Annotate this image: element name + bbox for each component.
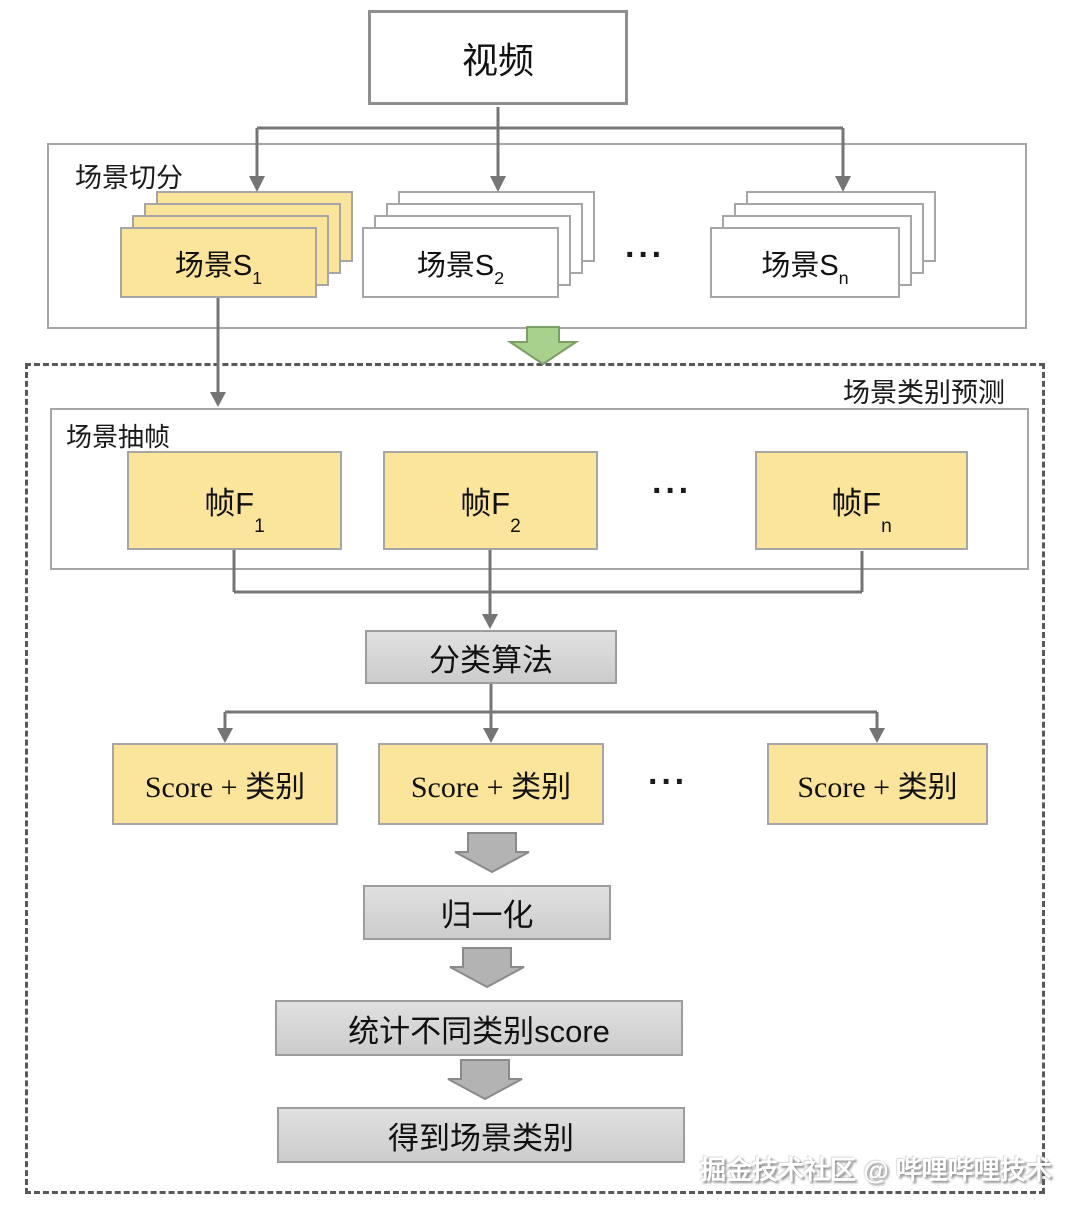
score-node-1-label: Score + 类别 [144, 771, 306, 804]
score-node-2-label: Score + 类别 [410, 771, 572, 804]
classifier-node-label: 分类算法 [429, 642, 553, 678]
frame-node-f1-label: 帧F [204, 486, 255, 521]
video-node: 视频 [368, 10, 628, 105]
classifier-node: 分类算法 [365, 630, 617, 684]
score-row-ellipsis: ··· [648, 763, 688, 801]
green-block-arrow-icon [506, 326, 580, 366]
scene-card-sn-label: 场景S [761, 249, 839, 282]
aggregate-node-label: 统计不同类别score [348, 1013, 610, 1049]
result-node-label: 得到场景类别 [388, 1120, 574, 1156]
frame-row-ellipsis: ··· [652, 472, 692, 510]
frame-node-f1-subscript: 1 [254, 515, 265, 537]
frame-node-fn-label: 帧F [831, 486, 882, 521]
scene-prediction-label: 场景类别预测 [843, 378, 1005, 408]
score-node-3-label: Score + 类别 [797, 771, 958, 804]
result-node: 得到场景类别 [277, 1107, 685, 1163]
scene-card-sn-subscript: n [838, 268, 849, 289]
scene-segmentation-label: 场景切分 [75, 163, 183, 193]
scene-card-s2-label: 场景S [416, 249, 495, 282]
frame-node-fn-subscript: n [881, 515, 892, 537]
video-node-label: 视频 [461, 39, 534, 81]
scene-card-s1-subscript: 1 [252, 268, 263, 289]
watermark: 掘金技术社区 @ 哔哩哔哩技术 [700, 1155, 1052, 1185]
score-node-1: Score + 类别 [112, 743, 338, 825]
aggregate-node: 统计不同类别score [275, 1000, 683, 1056]
frame-extraction-label: 场景抽帧 [66, 422, 171, 452]
frame-node-f2-label: 帧F [460, 486, 511, 521]
score-node-3: Score + 类别 [767, 743, 988, 825]
normalize-node-label: 归一化 [440, 898, 534, 933]
scene-card-s2-subscript: 2 [494, 268, 505, 289]
frame-node-f2-subscript: 2 [510, 515, 521, 537]
scene-row-ellipsis: ··· [625, 236, 665, 274]
normalize-node: 归一化 [363, 885, 611, 940]
score-node-2: Score + 类别 [378, 743, 604, 825]
scene-card-s1-label: 场景S [174, 249, 253, 282]
